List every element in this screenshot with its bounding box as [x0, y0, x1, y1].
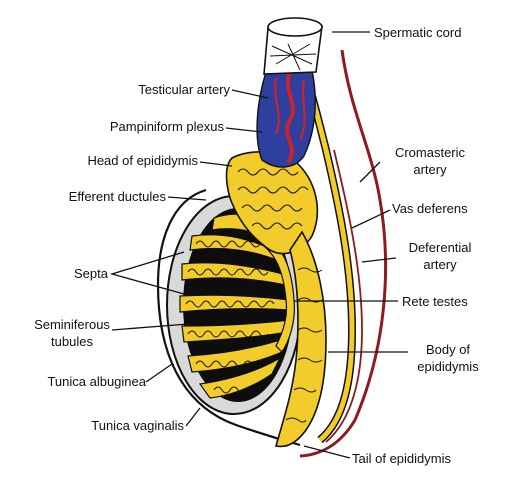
leader-testicular-artery: [231, 89, 269, 99]
leader-seminiferous-tubules: [111, 323, 189, 331]
leader-tunica-vaginalis: [185, 407, 201, 427]
label-deferential-artery-line1: Deferential: [409, 240, 472, 255]
epididymis-head-texture: [237, 168, 309, 230]
leader-efferent-ductules: [167, 196, 207, 201]
label-seminiferous-tubules-line1: Seminiferous: [34, 317, 110, 332]
label-spermatic-cord: Spermatic cord: [374, 25, 461, 40]
label-body-of-epididymis-line2: epididymis: [417, 359, 479, 374]
tubule-texture: [185, 240, 275, 394]
tunica-vaginalis: [156, 188, 301, 447]
label-cremasteric-artery-line2: artery: [413, 162, 447, 177]
label-vas-deferens: Vas deferens: [392, 201, 468, 216]
spermatic-cord: [263, 17, 323, 75]
label-body-of-epididymis-line1: Body of: [426, 342, 470, 357]
pampiniform-plexus: [256, 69, 316, 168]
label-head-of-epididymis: Head of epididymis: [87, 153, 198, 168]
leader-tunica-albuginea: [145, 363, 173, 383]
label-testicular-artery: Testicular artery: [138, 82, 230, 97]
deferential-artery: [325, 149, 363, 443]
label-cremasteric-artery-line1: Cromasteric: [395, 145, 466, 160]
label-tunica-albuginea: Tunica albuginea: [47, 374, 146, 389]
leader-cremasteric-artery: [359, 161, 381, 183]
leader-deferential-artery: [361, 257, 397, 263]
rete-testes: [263, 239, 295, 353]
anatomy-illustration: [156, 17, 388, 458]
leader-tail-of-epididymis: [303, 445, 351, 459]
cremasteric-artery: [299, 49, 388, 458]
labels: Spermatic cord Testicular artery Pampini…: [34, 25, 479, 466]
label-rete-testes: Rete testes: [402, 294, 468, 309]
label-pampiniform-plexus: Pampiniform plexus: [110, 119, 225, 134]
leader-septa: [109, 251, 185, 295]
leader-lines: [109, 31, 408, 459]
leader-head-of-epididymis: [199, 161, 233, 167]
label-tail-of-epididymis: Tail of epididymis: [352, 451, 451, 466]
leader-pampiniform-plexus: [225, 127, 263, 133]
label-seminiferous-tubules-line2: tubules: [51, 334, 93, 349]
label-tunica-vaginalis: Tunica vaginalis: [91, 418, 184, 433]
label-efferent-ductules: Efferent ductules: [69, 189, 167, 204]
label-deferential-artery-line2: artery: [423, 257, 457, 272]
testicular-artery: [285, 71, 296, 164]
leader-vas-deferens: [351, 209, 391, 229]
body-of-epididymis: [275, 230, 327, 448]
label-septa: Septa: [74, 266, 109, 281]
